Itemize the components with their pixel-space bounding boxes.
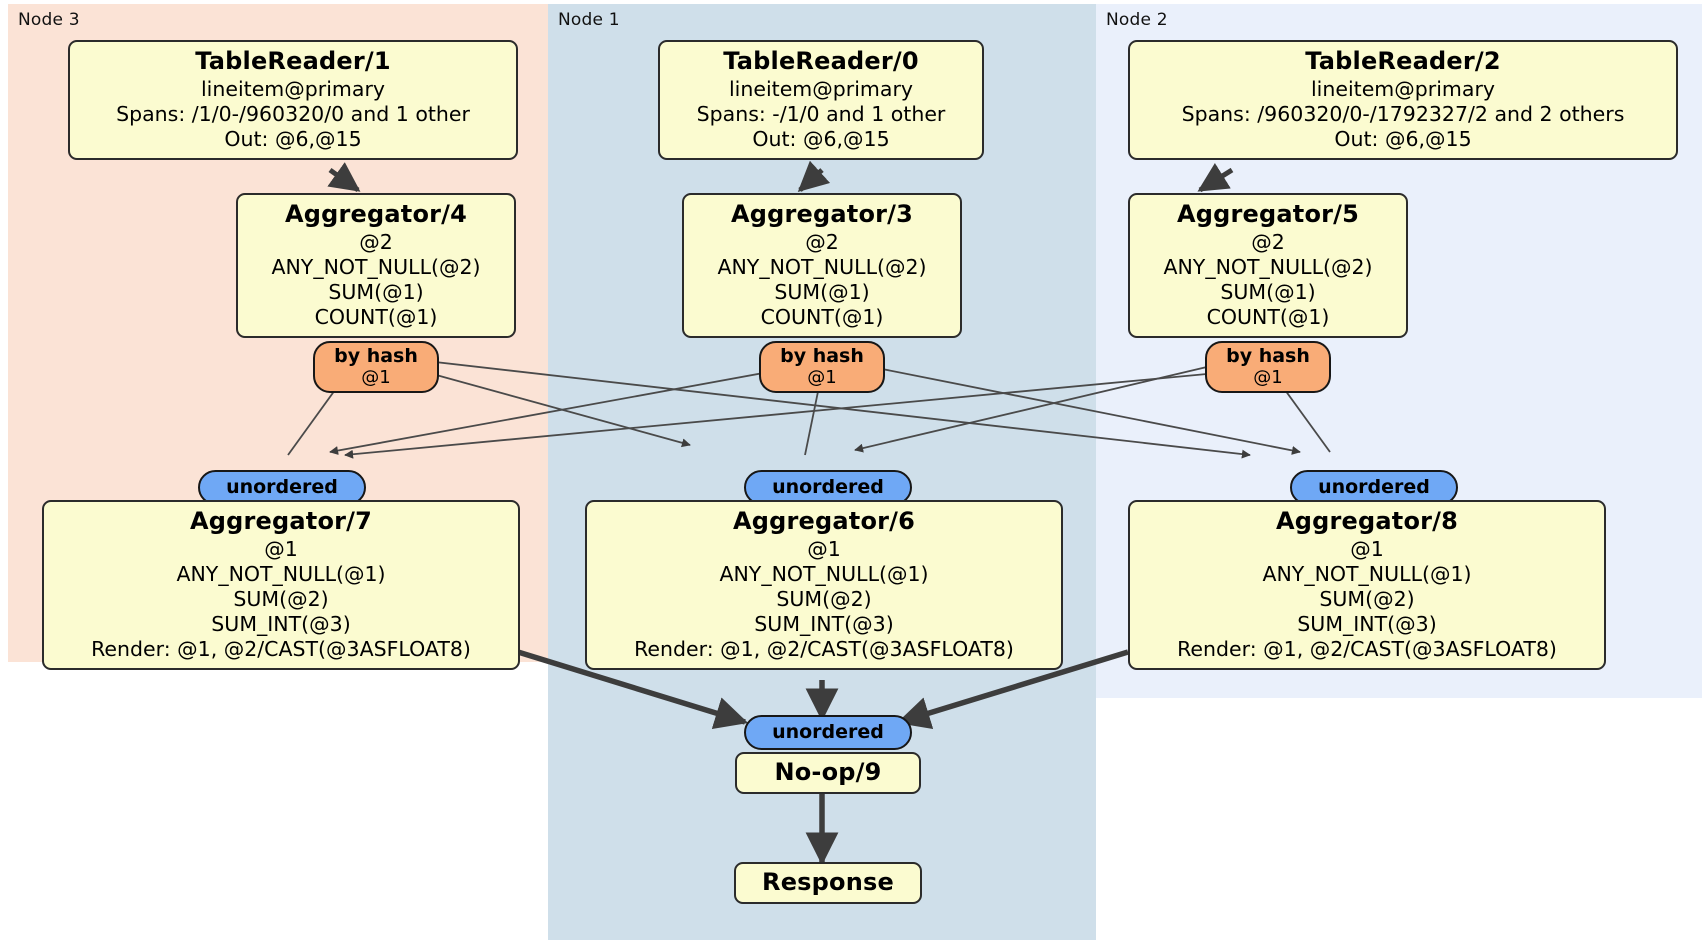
processor-detail-line: ANY_NOT_NULL(@1) [1262, 562, 1472, 587]
output-router-by-hash-middle[interactable]: by hash @1 [759, 341, 885, 393]
processor-detail-line: lineitem@primary [200, 77, 386, 102]
processor-title: TableReader/2 [1305, 47, 1501, 75]
processor-detail-line: Out: @6,@15 [224, 127, 362, 152]
processor-detail-line: SUM_INT(@3) [211, 612, 351, 637]
processor-detail-line: Spans: /960320/0-/1792327/2 and 2 others [1181, 102, 1625, 127]
processor-response[interactable]: Response [734, 862, 922, 905]
processor-title: TableReader/0 [723, 47, 919, 75]
processor-title: Aggregator/5 [1176, 200, 1360, 228]
router-label: by hash [1226, 345, 1310, 368]
sync-label: unordered [1318, 475, 1430, 498]
processor-detail-line: lineitem@primary [1310, 77, 1496, 102]
router-column: @1 [361, 366, 391, 388]
processor-detail-line: @2 [1251, 230, 1285, 255]
processor-detail-line: Spans: /1/0-/960320/0 and 1 other [116, 102, 470, 127]
processor-detail-line: SUM(@1) [1220, 280, 1316, 305]
processor-title: Aggregator/6 [732, 507, 916, 535]
processor-title: Aggregator/4 [284, 200, 468, 228]
processor-title: Aggregator/8 [1275, 507, 1459, 535]
processor-detail-line: @1 [807, 537, 841, 562]
processor-table-reader-1[interactable]: TableReader/1 lineitem@primary Spans: /1… [68, 40, 518, 161]
processor-detail-line: SUM(@2) [776, 587, 872, 612]
processor-aggregator-3[interactable]: Aggregator/3 @2 ANY_NOT_NULL(@2) SUM(@1)… [682, 193, 962, 339]
router-column: @1 [1253, 366, 1283, 388]
processor-detail-line: Render: @1, @2/CAST(@3ASFLOAT8) [1177, 637, 1557, 662]
processor-title: Response [762, 868, 894, 896]
node-panel-label: Node 3 [18, 10, 80, 30]
processor-no-op-9[interactable]: No-op/9 [735, 752, 921, 795]
processor-detail-line: SUM_INT(@3) [754, 612, 894, 637]
processor-title: TableReader/1 [195, 47, 391, 75]
processor-detail-line: Out: @6,@15 [752, 127, 890, 152]
router-label: by hash [334, 345, 418, 368]
processor-detail-line: ANY_NOT_NULL(@1) [719, 562, 929, 587]
output-router-by-hash-left[interactable]: by hash @1 [313, 341, 439, 393]
processor-title: Aggregator/3 [730, 200, 914, 228]
input-sync-unordered-left[interactable]: unordered [198, 470, 366, 505]
processor-detail-line: Spans: -/1/0 and 1 other [696, 102, 946, 127]
processor-detail-line: Render: @1, @2/CAST(@3ASFLOAT8) [91, 637, 471, 662]
output-router-by-hash-right[interactable]: by hash @1 [1205, 341, 1331, 393]
processor-detail-line: SUM_INT(@3) [1297, 612, 1437, 637]
processor-detail-line: SUM(@2) [233, 587, 329, 612]
processor-table-reader-0[interactable]: TableReader/0 lineitem@primary Spans: -/… [658, 40, 984, 161]
processor-detail-line: SUM(@1) [328, 280, 424, 305]
processor-detail-line: Out: @6,@15 [1334, 127, 1472, 152]
processor-detail-line: @2 [805, 230, 839, 255]
processor-detail-line: SUM(@2) [1319, 587, 1415, 612]
input-sync-unordered-middle[interactable]: unordered [744, 470, 912, 505]
router-column: @1 [807, 366, 837, 388]
processor-detail-line: Render: @1, @2/CAST(@3ASFLOAT8) [634, 637, 1014, 662]
processor-aggregator-6[interactable]: Aggregator/6 @1 ANY_NOT_NULL(@1) SUM(@2)… [585, 500, 1063, 671]
processor-detail-line: SUM(@1) [774, 280, 870, 305]
processor-detail-line: COUNT(@1) [760, 305, 884, 330]
processor-detail-line: @1 [1350, 537, 1384, 562]
sync-label: unordered [772, 475, 884, 498]
processor-detail-line: ANY_NOT_NULL(@2) [271, 255, 481, 280]
node-panel-label: Node 2 [1106, 10, 1168, 30]
processor-detail-line: lineitem@primary [728, 77, 914, 102]
processor-aggregator-7[interactable]: Aggregator/7 @1 ANY_NOT_NULL(@1) SUM(@2)… [42, 500, 520, 671]
processor-detail-line: COUNT(@1) [314, 305, 438, 330]
processor-title: Aggregator/7 [189, 507, 373, 535]
processor-detail-line: ANY_NOT_NULL(@1) [176, 562, 386, 587]
processor-detail-line: ANY_NOT_NULL(@2) [1163, 255, 1373, 280]
processor-table-reader-2[interactable]: TableReader/2 lineitem@primary Spans: /9… [1128, 40, 1678, 161]
processor-detail-line: @2 [359, 230, 393, 255]
processor-aggregator-5[interactable]: Aggregator/5 @2 ANY_NOT_NULL(@2) SUM(@1)… [1128, 193, 1408, 339]
processor-aggregator-8[interactable]: Aggregator/8 @1 ANY_NOT_NULL(@1) SUM(@2)… [1128, 500, 1606, 671]
processor-aggregator-4[interactable]: Aggregator/4 @2 ANY_NOT_NULL(@2) SUM(@1)… [236, 193, 516, 339]
sync-label: unordered [226, 475, 338, 498]
input-sync-unordered-final[interactable]: unordered [744, 715, 912, 750]
router-label: by hash [780, 345, 864, 368]
node-panel-label: Node 1 [558, 10, 620, 30]
sync-label: unordered [772, 720, 884, 743]
processor-detail-line: COUNT(@1) [1206, 305, 1330, 330]
processor-title: No-op/9 [774, 758, 882, 786]
processor-detail-line: ANY_NOT_NULL(@2) [717, 255, 927, 280]
processor-detail-line: @1 [264, 537, 298, 562]
